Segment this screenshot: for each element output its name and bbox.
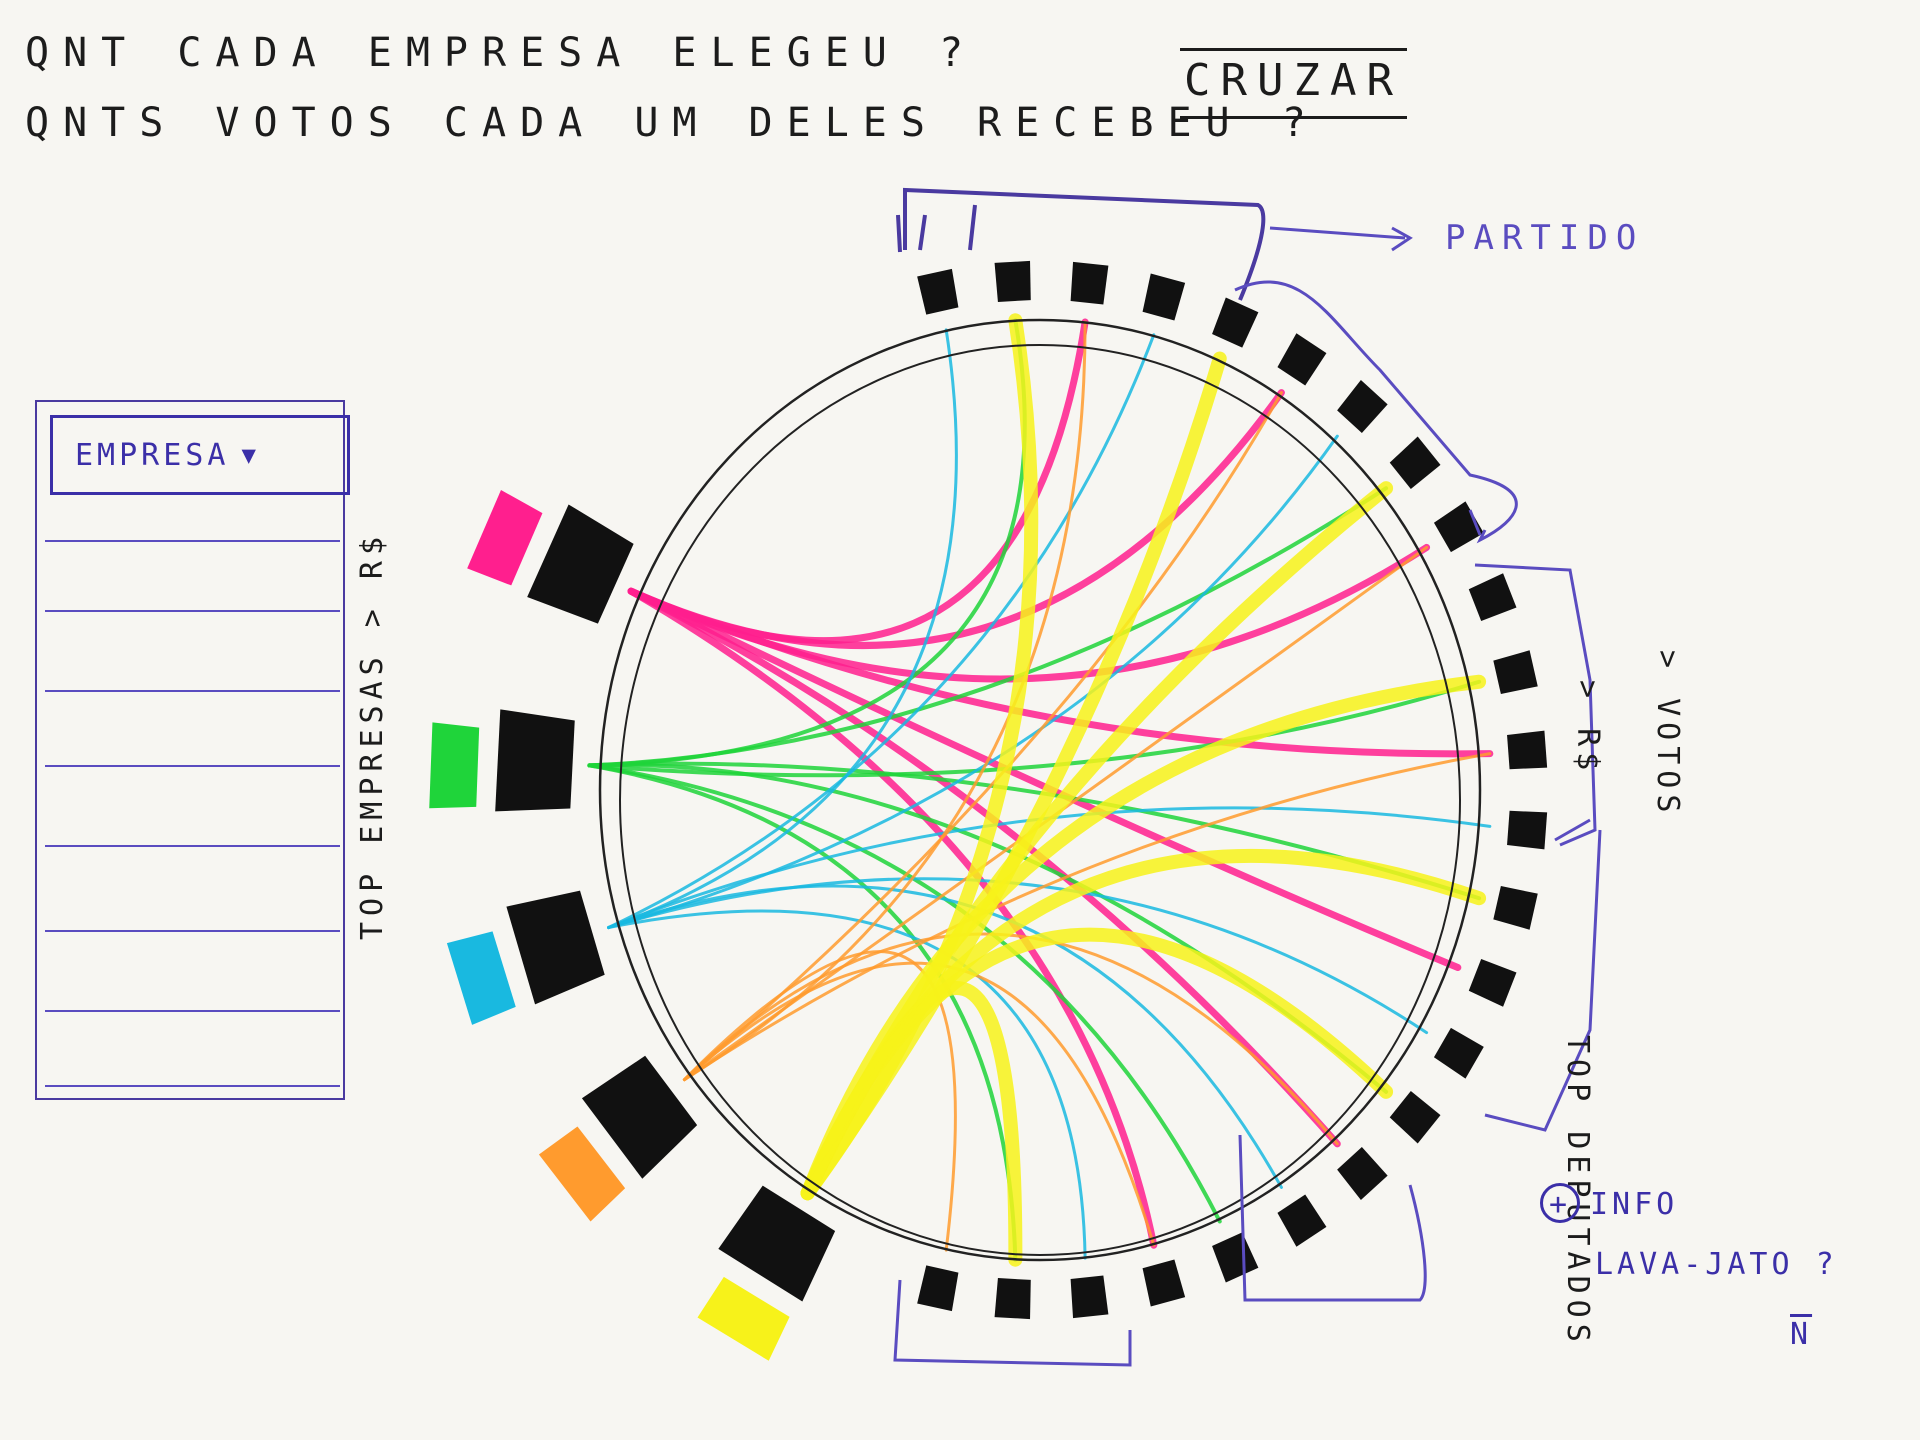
deputy-block[interactable] <box>1277 1195 1326 1247</box>
company-color-arc <box>447 931 516 1025</box>
group-bracket-bottom-right <box>1240 1135 1425 1300</box>
deputy-block[interactable] <box>1277 333 1326 385</box>
company-color-arc <box>467 490 542 585</box>
deputy-block[interactable] <box>1469 959 1517 1007</box>
info-box: + INFO LAVA-JATO ? N <box>1540 1175 1838 1365</box>
deputy-block[interactable] <box>1493 650 1537 694</box>
info-line-2: LAVA-JATO ? <box>1595 1247 1838 1282</box>
deputy-block[interactable] <box>1337 380 1387 433</box>
plus-circle-icon[interactable]: + <box>1540 1183 1580 1223</box>
chord-link <box>589 682 1479 776</box>
group-bracket-arrow-icon <box>1555 820 1590 840</box>
deputy-block[interactable] <box>995 1278 1031 1319</box>
info-line-1: INFO <box>1590 1187 1678 1222</box>
deputy-block[interactable] <box>1143 1260 1186 1307</box>
deputy-block[interactable] <box>1507 731 1547 770</box>
deputy-block[interactable] <box>1434 1028 1484 1079</box>
chord-link <box>589 765 1219 1221</box>
deputy-block[interactable] <box>917 269 958 315</box>
outer-ring <box>600 320 1480 1260</box>
deputy-block[interactable] <box>917 1265 958 1311</box>
info-line-3: N <box>1790 1305 1838 1365</box>
company-block[interactable] <box>527 504 633 623</box>
deputy-block[interactable] <box>1143 274 1186 321</box>
company-color-arc <box>429 722 479 808</box>
deputy-block[interactable] <box>1212 1232 1258 1282</box>
deputy-block[interactable] <box>1469 573 1517 621</box>
deputy-block[interactable] <box>995 261 1031 302</box>
deputy-block[interactable] <box>1507 811 1547 850</box>
partido-bracket-ticks <box>898 205 975 252</box>
company-block[interactable] <box>506 891 604 1005</box>
deputy-block[interactable] <box>1390 1091 1441 1143</box>
deputy-block[interactable] <box>1390 436 1441 488</box>
deputy-block[interactable] <box>1493 886 1537 930</box>
deputy-block[interactable] <box>1212 298 1258 348</box>
company-color-arc <box>698 1277 790 1361</box>
company-block[interactable] <box>718 1186 835 1302</box>
deputy-block[interactable] <box>1071 1276 1109 1319</box>
sort-by-money-label: > R$ <box>1570 680 1605 776</box>
chord-link <box>808 488 1386 1193</box>
partido-label: PARTIDO <box>1445 218 1644 258</box>
deputy-block[interactable] <box>1071 262 1109 305</box>
partido-arrow <box>1270 228 1405 238</box>
company-block[interactable] <box>495 709 575 811</box>
company-color-arc <box>539 1126 625 1221</box>
sort-by-votes-label: > VOTOS <box>1650 650 1685 818</box>
company-arcs <box>429 490 835 1361</box>
deputy-block[interactable] <box>1337 1147 1387 1200</box>
